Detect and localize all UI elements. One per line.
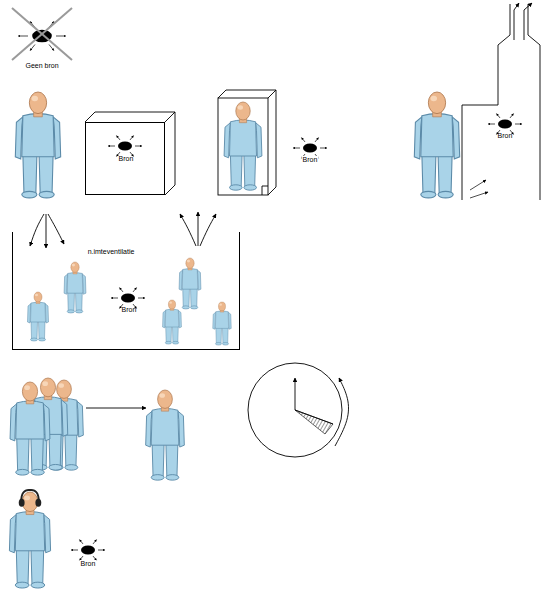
fume-hood: Bron bbox=[462, 105, 540, 200]
hood-outline bbox=[528, 4, 540, 200]
direction-arrow bbox=[86, 408, 146, 409]
source-label: Bron bbox=[118, 155, 135, 163]
box-enclosure: Bron bbox=[85, 122, 165, 195]
cabin-door bbox=[262, 186, 268, 195]
person-figure bbox=[224, 102, 262, 190]
source-symbol bbox=[488, 114, 522, 135]
airflow-arrow bbox=[48, 214, 64, 244]
source-label: Bron bbox=[80, 560, 97, 568]
person-figure bbox=[213, 302, 231, 345]
airflow-arrow bbox=[470, 180, 486, 190]
source-symbol bbox=[18, 21, 66, 50]
cross-line bbox=[12, 8, 72, 60]
person-figure bbox=[414, 92, 459, 198]
person-figure bbox=[146, 390, 185, 480]
airflow-arrow bbox=[198, 212, 199, 246]
room: n.imteventilatieBron bbox=[12, 232, 240, 350]
airflow-arrow bbox=[30, 214, 44, 246]
person-figure bbox=[28, 292, 49, 341]
rotation-arrow bbox=[335, 378, 349, 446]
person-figure bbox=[15, 92, 60, 198]
source-symbol bbox=[108, 136, 142, 157]
box-outline bbox=[165, 112, 175, 122]
cross-line bbox=[12, 8, 72, 60]
person-figure bbox=[10, 382, 50, 475]
clock-face bbox=[248, 363, 342, 457]
person-figure bbox=[9, 490, 50, 588]
node-heading: n.imteventilatie bbox=[87, 248, 136, 256]
person-figure bbox=[163, 300, 182, 344]
time-sector bbox=[295, 410, 333, 434]
cabin-outline bbox=[268, 90, 276, 98]
exhaust-arrow bbox=[514, 3, 519, 40]
box-outline bbox=[85, 112, 175, 195]
cabin-outline bbox=[218, 98, 268, 195]
source-label: Bron bbox=[302, 156, 319, 164]
hood-outline bbox=[462, 4, 510, 200]
source-symbol bbox=[111, 288, 145, 309]
airflow-arrow bbox=[470, 192, 488, 198]
airflow-arrow bbox=[180, 214, 196, 246]
clock-hand bbox=[295, 410, 333, 424]
airflow-arrow bbox=[200, 214, 216, 246]
source-symbol bbox=[71, 540, 105, 561]
airflow-arrow bbox=[46, 214, 47, 248]
source-label: Bron bbox=[121, 306, 138, 314]
cabin-outline bbox=[218, 90, 276, 195]
clock-hand bbox=[295, 378, 296, 410]
exhaust-arrow bbox=[524, 3, 532, 40]
person-figure bbox=[64, 262, 86, 313]
person-figure bbox=[179, 258, 201, 309]
caption-label: Geen bron bbox=[24, 62, 59, 70]
source-label: Bron bbox=[497, 132, 514, 140]
